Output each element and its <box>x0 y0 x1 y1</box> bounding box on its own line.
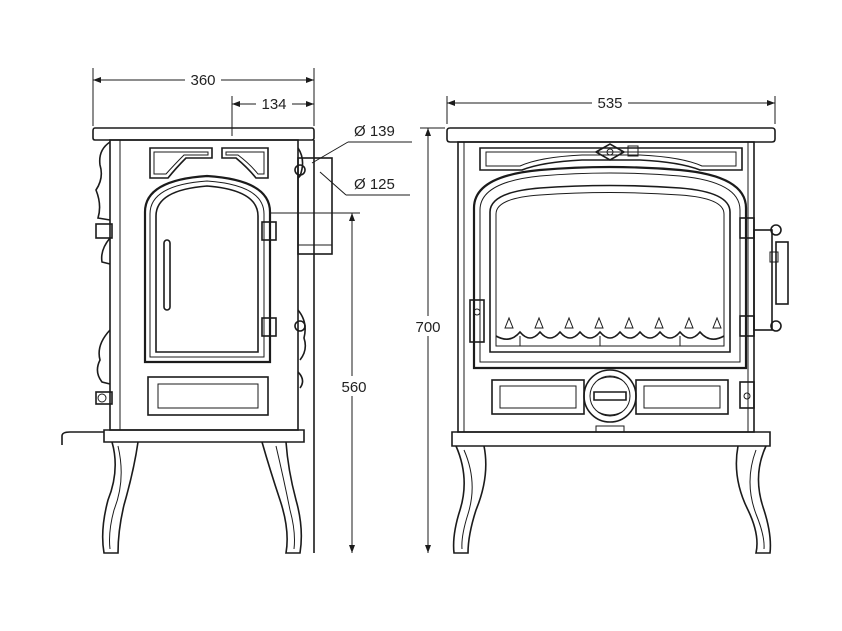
front-view <box>446 127 789 554</box>
front-width-label: 535 <box>597 95 622 112</box>
front-side-rivet-top <box>770 224 782 236</box>
front-door-frame <box>472 165 748 370</box>
side-hearth-lip <box>61 431 104 445</box>
front-door-hinge-top <box>739 217 755 239</box>
side-front-rivet-bottom <box>294 320 306 332</box>
side-top-panel-right <box>221 147 269 179</box>
front-height-label: 700 <box>415 319 440 336</box>
side-flue-pipe <box>297 157 333 255</box>
side-door-frame <box>143 174 272 364</box>
side-flue-height-label: 560 <box>341 379 366 396</box>
front-air-control-dial <box>583 369 637 423</box>
front-ashpan-panel-left <box>491 379 585 415</box>
side-base <box>103 429 305 443</box>
front-door-glass <box>489 184 731 353</box>
side-flue-inner-diameter-label: Ø 125 <box>354 176 395 193</box>
side-door-handle <box>163 239 171 311</box>
front-top-ornament-panel <box>479 147 743 171</box>
side-back-knob <box>97 393 107 403</box>
side-door-glass <box>155 185 259 353</box>
front-view-dimensions: 535 700 <box>410 93 776 553</box>
front-side-rivet-bottom <box>770 320 782 332</box>
side-flue-offset-label: 134 <box>261 96 286 113</box>
side-front-ornament <box>297 147 307 389</box>
side-top-panel-left <box>149 147 213 179</box>
side-back-hinge-top <box>95 223 113 239</box>
side-front-rivet-top <box>294 164 306 176</box>
front-ashpan-panel-right <box>635 379 729 415</box>
side-view-dimensions: 360 134 Ø 139 Ø 125 560 <box>92 68 412 553</box>
front-leg-right <box>735 445 772 554</box>
side-ashpan-panel <box>147 376 269 416</box>
side-door-hinge-top <box>261 221 277 241</box>
side-view <box>61 127 333 554</box>
front-ashpan-hinge <box>739 381 755 409</box>
front-grate-ornament <box>495 316 725 347</box>
side-top-plate <box>92 127 315 141</box>
front-diamond-emblem <box>594 143 626 161</box>
side-width-label: 360 <box>190 72 215 89</box>
side-leg-right <box>261 441 303 554</box>
front-top-plate <box>446 127 776 143</box>
side-door-hinge-bottom <box>261 317 277 337</box>
side-leg-left <box>101 441 139 554</box>
front-base <box>451 431 771 447</box>
front-door-latch <box>469 299 485 343</box>
front-leg-left <box>452 445 487 554</box>
side-back-ornament <box>95 141 111 385</box>
side-back-hinge-bottom <box>95 391 113 405</box>
side-flue-outer-diameter-label: Ø 139 <box>354 123 395 140</box>
front-side-handle <box>753 229 773 331</box>
